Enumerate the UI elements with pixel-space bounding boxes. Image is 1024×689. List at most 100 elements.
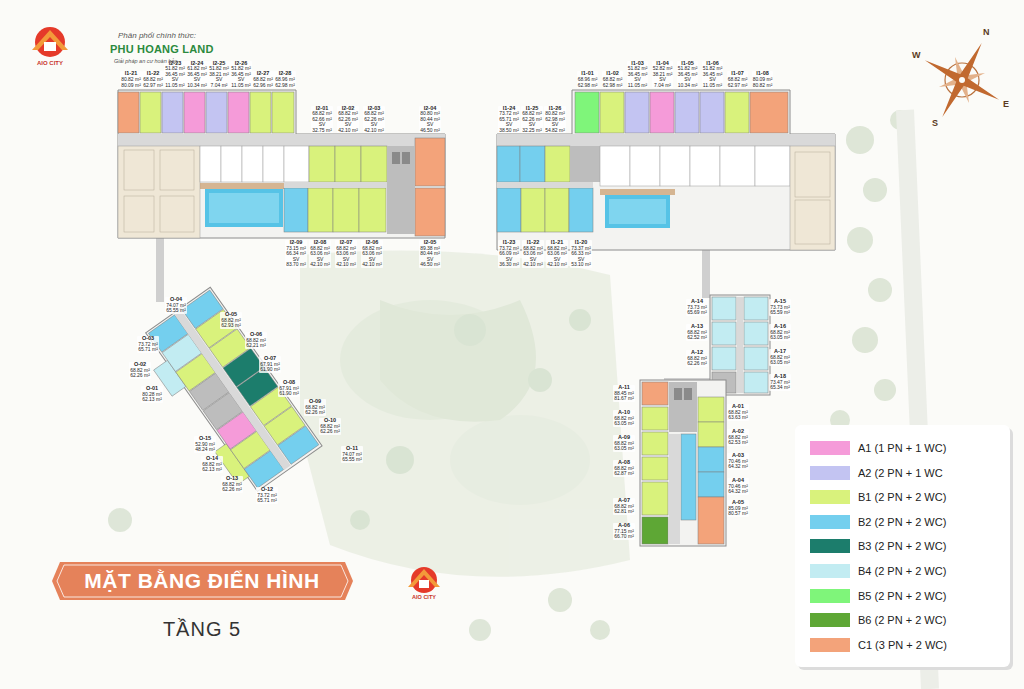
unit-label: A-0370.46 m²64.32 m²	[727, 453, 749, 470]
unit-area: 62.93 m²	[221, 323, 241, 328]
unit-label: A-1473.73 m²65.69 m²	[686, 299, 708, 316]
unit-label: O-0474.07 m²65.55 m²	[165, 297, 187, 314]
unit-area: 65.69 m²	[687, 310, 707, 315]
unit-area: 42.10 m²	[310, 262, 330, 267]
unit-label: A-0868.82 m²62.87 m²	[613, 460, 635, 477]
unit-label: A-1188.45 m²81.67 m²	[613, 385, 635, 402]
unit-area: 32.25 m²	[522, 128, 542, 133]
unit-label: I2-2768.82 m²62.96 m²	[252, 71, 274, 88]
legend-swatch	[810, 539, 850, 553]
brand-text: Giải pháp an cư hoàn hảo	[114, 58, 177, 64]
unit-area: 63.63 m²	[728, 415, 748, 420]
legend-swatch	[810, 613, 850, 627]
unit-label: O-0668.82 m²62.21 m²	[245, 332, 267, 349]
legend-text: B4 (2 PN + 2 WC)	[858, 565, 946, 577]
unit-area: 62.98 m²	[603, 83, 623, 88]
unit-area: 46.50 m²	[420, 128, 440, 133]
unit-label: I2-0589.38 m²80.44 m²SV46.50 m²	[419, 240, 441, 268]
unit-label: I1-0651.82 m²36.45 m²SV11.05 m²	[702, 61, 724, 89]
unit-label: O-1068.82 m²62.26 m²	[319, 418, 341, 435]
unit-area: 83.70 m²	[286, 262, 306, 267]
unit-label: I2-2651.82 m²36.45 m²SV11.05 m²	[230, 61, 252, 89]
unit-label: O-0767.91 m²61.90 m²	[259, 356, 281, 373]
unit-area: 80.57 m²	[728, 511, 748, 516]
unit-label: I2-0480.80 m²80.44 m²SV46.50 m²	[419, 106, 441, 134]
unit-area: 42.10 m²	[338, 128, 358, 133]
unit-area: 42.10 m²	[364, 128, 384, 133]
unit-label: A-0968.82 m²63.05 m²	[613, 435, 635, 452]
legend-text: B6 (2 PN + 2 WC)	[858, 614, 946, 626]
unit-label: I2-0768.82 m²63.06 m²SV42.10 m²	[335, 240, 357, 268]
unit-label: I1-0452.82 m²38.21 m²SV7.04 m²	[652, 61, 674, 89]
legend-swatch	[810, 490, 850, 504]
unit-area: 62.21 m²	[246, 343, 266, 348]
unit-label: I1-0551.82 m²36.45 m²SV10.34 m²	[677, 61, 699, 89]
unit-area: 42.10 m²	[362, 262, 382, 267]
unit-area: 46.50 m²	[420, 262, 440, 267]
unit-label: I2-2551.82 m²38.21 m²SV7.04 m²	[208, 61, 230, 89]
unit-label: I1-2180.82 m²80.09 m²	[120, 71, 142, 88]
unit-area: 10.34 m²	[678, 83, 698, 88]
plan-title: MẶT BẰNG ĐIỂN HÌNH	[84, 569, 319, 593]
unit-label: A-0585.09 m²80.57 m²	[727, 500, 749, 517]
unit-area: 66.70 m²	[614, 534, 634, 539]
unit-label: O-1468.82 m²62.13 m²	[201, 456, 223, 473]
unit-label: I2-0168.82 m²62.66 m²SV32.75 m²	[311, 106, 333, 134]
unit-label: I2-2461.82 m²36.45 m²SV10.34 m²	[186, 61, 208, 89]
unit-area: 61.90 m²	[260, 367, 280, 372]
unit-label: A-0268.82 m²62.53 m²	[727, 429, 749, 446]
unit-label: I1-2268.82 m²62.97 m²	[142, 71, 164, 88]
unit-label: A-1768.82 m²63.05 m²	[769, 349, 791, 366]
unit-area: 42.10 m²	[523, 262, 543, 267]
unit-area: 64.32 m²	[728, 489, 748, 494]
unit-label: I2-0368.82 m²62.26 m²SV42.10 m²	[363, 106, 385, 134]
unit-area: 63.05 m²	[614, 446, 634, 451]
compass-letter: S	[932, 118, 938, 128]
brand-text: PHU HOANG LAND	[110, 43, 214, 55]
legend-text: B3 (2 PN + 2 WC)	[858, 540, 946, 552]
unit-area: 11.05 m²	[628, 83, 648, 88]
brand-text: Phân phối chính thức:	[118, 31, 196, 40]
unit-label: O-0180.28 m²62.13 m²	[141, 386, 163, 403]
unit-label: I1-2680.82 m²62.98 m²SV54.82 m²	[544, 106, 566, 134]
unit-area: 65.59 m²	[770, 310, 790, 315]
unit-label: I2-0973.15 m²66.34 m²SV83.70 m²	[285, 240, 307, 268]
unit-area: 62.26 m²	[222, 487, 242, 492]
unit-area: 62.97 m²	[728, 83, 748, 88]
unit-label: A-0168.82 m²63.63 m²	[727, 404, 749, 421]
unit-label: I1-2568.82 m²62.26 m²SV32.25 m²	[521, 106, 543, 134]
unit-label: A-1573.73 m²65.59 m²	[769, 299, 791, 316]
unit-area: 65.71 m²	[138, 347, 158, 352]
compass-letter: N	[983, 27, 990, 37]
unit-label: O-0268.82 m²62.26 m²	[129, 362, 151, 379]
unit-area: 62.96 m²	[253, 83, 273, 88]
unit-area: 62.87 m²	[614, 471, 634, 476]
unit-area: 63.05 m²	[770, 360, 790, 365]
unit-area: 62.52 m²	[687, 335, 707, 340]
unit-label: A-0470.46 m²64.32 m²	[727, 478, 749, 495]
unit-label: O-0373.72 m²65.71 m²	[137, 336, 159, 353]
unit-area: 63.05 m²	[770, 335, 790, 340]
unit-area: 61.90 m²	[279, 391, 299, 396]
unit-area: 53.10 m²	[571, 262, 591, 267]
brand-text: AIO CITY	[37, 60, 63, 66]
unit-area: 62.13 m²	[202, 467, 222, 472]
unit-area: 62.13 m²	[142, 397, 162, 402]
unit-label: A-1368.82 m²62.52 m²	[686, 324, 708, 341]
unit-area: 62.53 m²	[728, 440, 748, 445]
unit-area: 65.34 m²	[770, 385, 790, 390]
legend-text: B5 (2 PN + 2 WC)	[858, 590, 946, 602]
legend-text: B2 (2 PN + 2 WC)	[858, 516, 946, 528]
legend-text: A2 (2 PN + 1 WC	[858, 467, 943, 479]
unit-area: 42.10 m²	[336, 262, 356, 267]
unit-area: 32.75 m²	[312, 128, 332, 133]
legend-text: B1 (2 PN + 2 WC)	[858, 491, 946, 503]
unit-label: O-1174.07 m²65.55 m²	[341, 446, 363, 463]
unit-label: I1-2473.72 m²65.71 m²SV38.50 m²	[498, 106, 520, 134]
unit-label: I1-0768.82 m²62.97 m²	[727, 71, 749, 88]
unit-label: O-1552.90 m²48.24 m²	[194, 436, 216, 453]
unit-label: I1-2168.82 m²63.06 m²SV42.10 m²	[546, 240, 568, 268]
unit-label: I2-2868.96 m²62.98 m²	[274, 71, 296, 88]
unit-label: I2-0668.82 m²63.06 m²SV42.10 m²	[361, 240, 383, 268]
unit-label: I2-2351.82 m²36.45 m²SV11.05 m²	[164, 61, 186, 89]
